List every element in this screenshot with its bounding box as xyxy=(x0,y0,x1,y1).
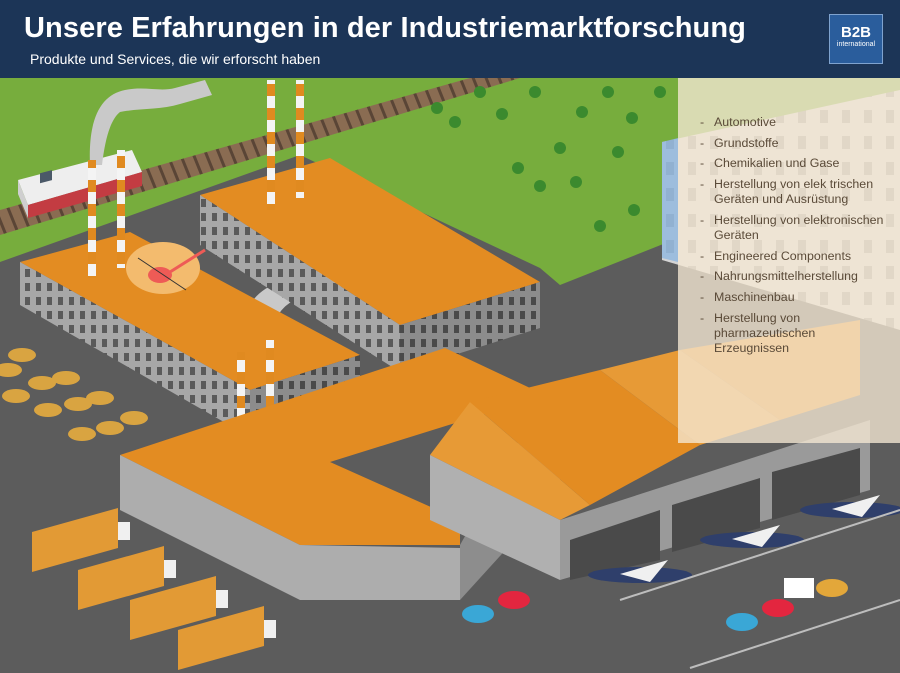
industries-panel: Automotive Grundstoffe Chemikalien und G… xyxy=(678,78,900,443)
industry-item-maschinenbau: Maschinenbau xyxy=(700,290,892,306)
header-bar: Unsere Erfahrungen in der Industriemarkt… xyxy=(0,0,900,78)
industries-list: Automotive Grundstoffe Chemikalien und G… xyxy=(678,78,900,357)
industry-item-automotive: Automotive xyxy=(700,115,892,131)
factory-building-back xyxy=(200,158,540,372)
logo-subtext: international xyxy=(836,41,876,48)
industry-item-elektronische-geraete: Herstellung von elektronischen Geräten xyxy=(700,213,892,244)
industry-item-elektrische-geraete: Herstellung von elek trischen Geräten un… xyxy=(700,177,892,208)
logo-text: B2B xyxy=(840,24,871,41)
page-title: Unsere Erfahrungen in der Industriemarkt… xyxy=(24,12,746,44)
trees xyxy=(431,86,666,232)
railway-track xyxy=(0,78,520,235)
industry-item-engineered-components: Engineered Components xyxy=(700,249,892,265)
industry-item-nahrungsmittel: Nahrungsmittelherstellung xyxy=(700,269,892,285)
industry-item-pharma: Herstellung von pharmazeutischen Erzeugn… xyxy=(700,311,892,357)
trucks xyxy=(32,508,276,670)
page-subtitle: Produkte und Services, die wir erforscht… xyxy=(30,51,321,67)
chimneys xyxy=(88,80,304,467)
industry-item-chemikalien: Chemikalien und Gase xyxy=(700,156,892,172)
parked-cars xyxy=(0,348,148,441)
road-markings xyxy=(619,509,900,669)
train xyxy=(18,150,142,218)
street-cars xyxy=(462,578,848,631)
industry-item-grundstoffe: Grundstoffe xyxy=(700,136,892,152)
helicopter xyxy=(137,248,206,291)
airplanes xyxy=(588,495,900,583)
b2b-logo: B2B international xyxy=(829,14,883,64)
